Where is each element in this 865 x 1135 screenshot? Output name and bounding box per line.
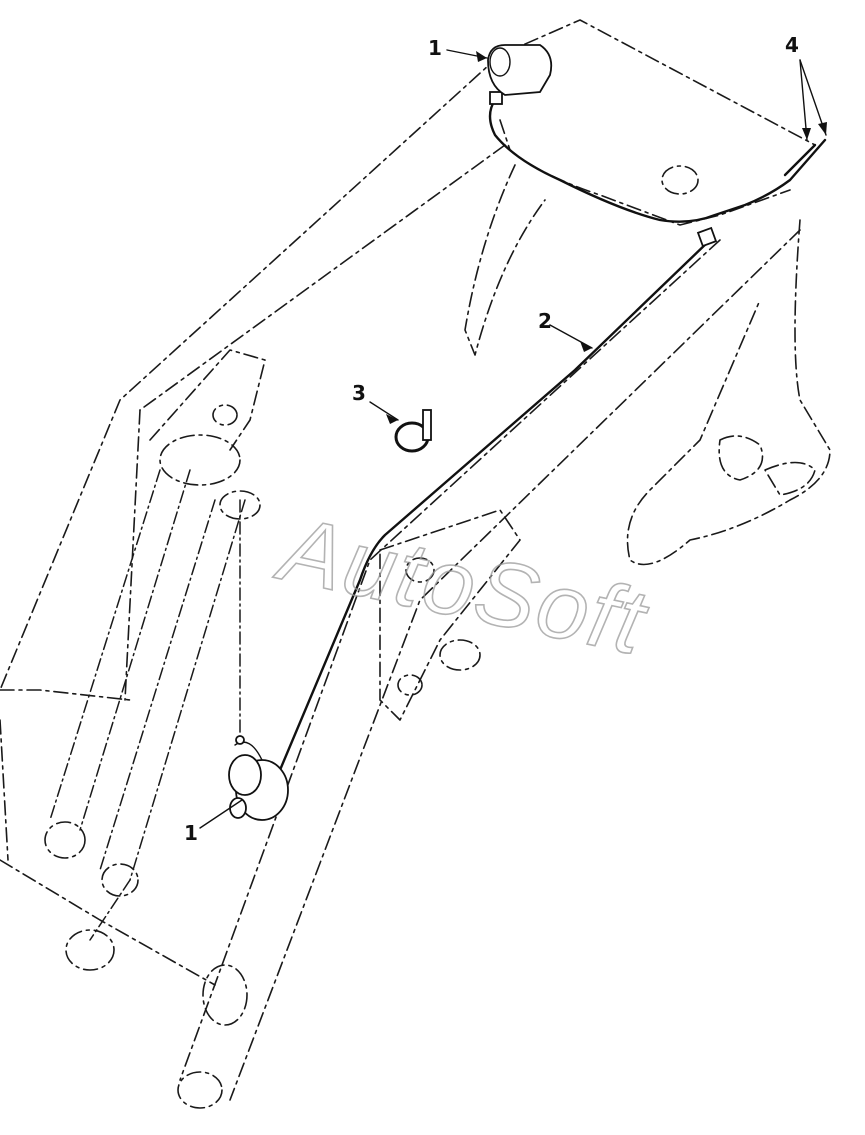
lift-cylinder-1-edge-b <box>79 469 191 831</box>
switch-top <box>487 44 553 96</box>
harness-top-run <box>488 98 827 223</box>
harness-lead-a <box>783 143 817 177</box>
mount-hole <box>212 404 238 426</box>
top-plate-edge <box>499 19 816 161</box>
leader-1-bottom <box>199 799 243 829</box>
cylinder-top-pivot <box>159 434 241 486</box>
top-boss <box>661 165 699 195</box>
right-boom-front-edge <box>179 239 721 1081</box>
switch-bottom-screw <box>235 735 245 745</box>
leaders <box>199 49 827 829</box>
switch-top-face <box>489 47 511 77</box>
boom-pivot-pin <box>439 639 481 671</box>
arrowhead-4a <box>802 128 811 140</box>
switch-top-body <box>487 44 553 96</box>
arrowhead-2 <box>580 341 592 352</box>
boom-tip-pin <box>177 1071 223 1109</box>
lift-cylinder-2-edge-b <box>129 499 246 881</box>
watermark: AutoSoft <box>268 497 656 675</box>
boom-outline <box>0 19 831 1109</box>
callout-4: 4 <box>785 33 799 57</box>
callout-1-top: 1 <box>428 36 442 60</box>
arrowhead-1-top <box>476 51 487 62</box>
boom-side-plate <box>379 509 521 721</box>
arrowhead-4b <box>818 122 827 135</box>
frame-lower-left <box>0 689 131 701</box>
callout-3: 3 <box>352 381 366 405</box>
leader-4b <box>799 59 827 136</box>
cable-tie <box>394 409 432 453</box>
left-cylinder-mount <box>149 349 266 451</box>
left-boom-inner-edge <box>139 144 506 411</box>
boom-lower-boss <box>202 964 248 1026</box>
frame-bottom-line <box>0 859 216 986</box>
frame-left-vertical <box>0 719 9 861</box>
callout-2: 2 <box>538 309 552 333</box>
clevis-left <box>44 821 86 859</box>
switch-bottom-nut <box>229 797 247 819</box>
harness-clip <box>696 226 718 248</box>
lift-cylinder-2-edge-a <box>99 499 216 871</box>
switch-bottom <box>228 735 289 821</box>
boom-pivot-hole <box>405 557 435 583</box>
bracket-hole <box>718 435 764 481</box>
leader-4a <box>799 59 808 141</box>
leader-3 <box>369 401 399 421</box>
boom-lower-hole <box>397 674 423 696</box>
clevis-bottom <box>65 929 115 971</box>
right-boom-rear-edge <box>229 229 801 1101</box>
callout-1-bottom: 1 <box>184 821 198 845</box>
right-pivot-bracket <box>626 219 831 566</box>
center-post <box>464 164 546 356</box>
switch-bottom-body <box>228 754 262 796</box>
arrowhead-3 <box>386 414 398 424</box>
wire-harness <box>253 91 827 802</box>
cylinder-top-pin <box>219 490 261 520</box>
bracket-slot <box>764 461 816 496</box>
lift-cylinder-1-edge-a <box>49 469 161 821</box>
clevis-mid <box>101 863 139 897</box>
left-boom-outer-edge <box>0 54 501 691</box>
harness-clip-top <box>489 91 503 105</box>
cable-tie-head <box>422 409 432 441</box>
